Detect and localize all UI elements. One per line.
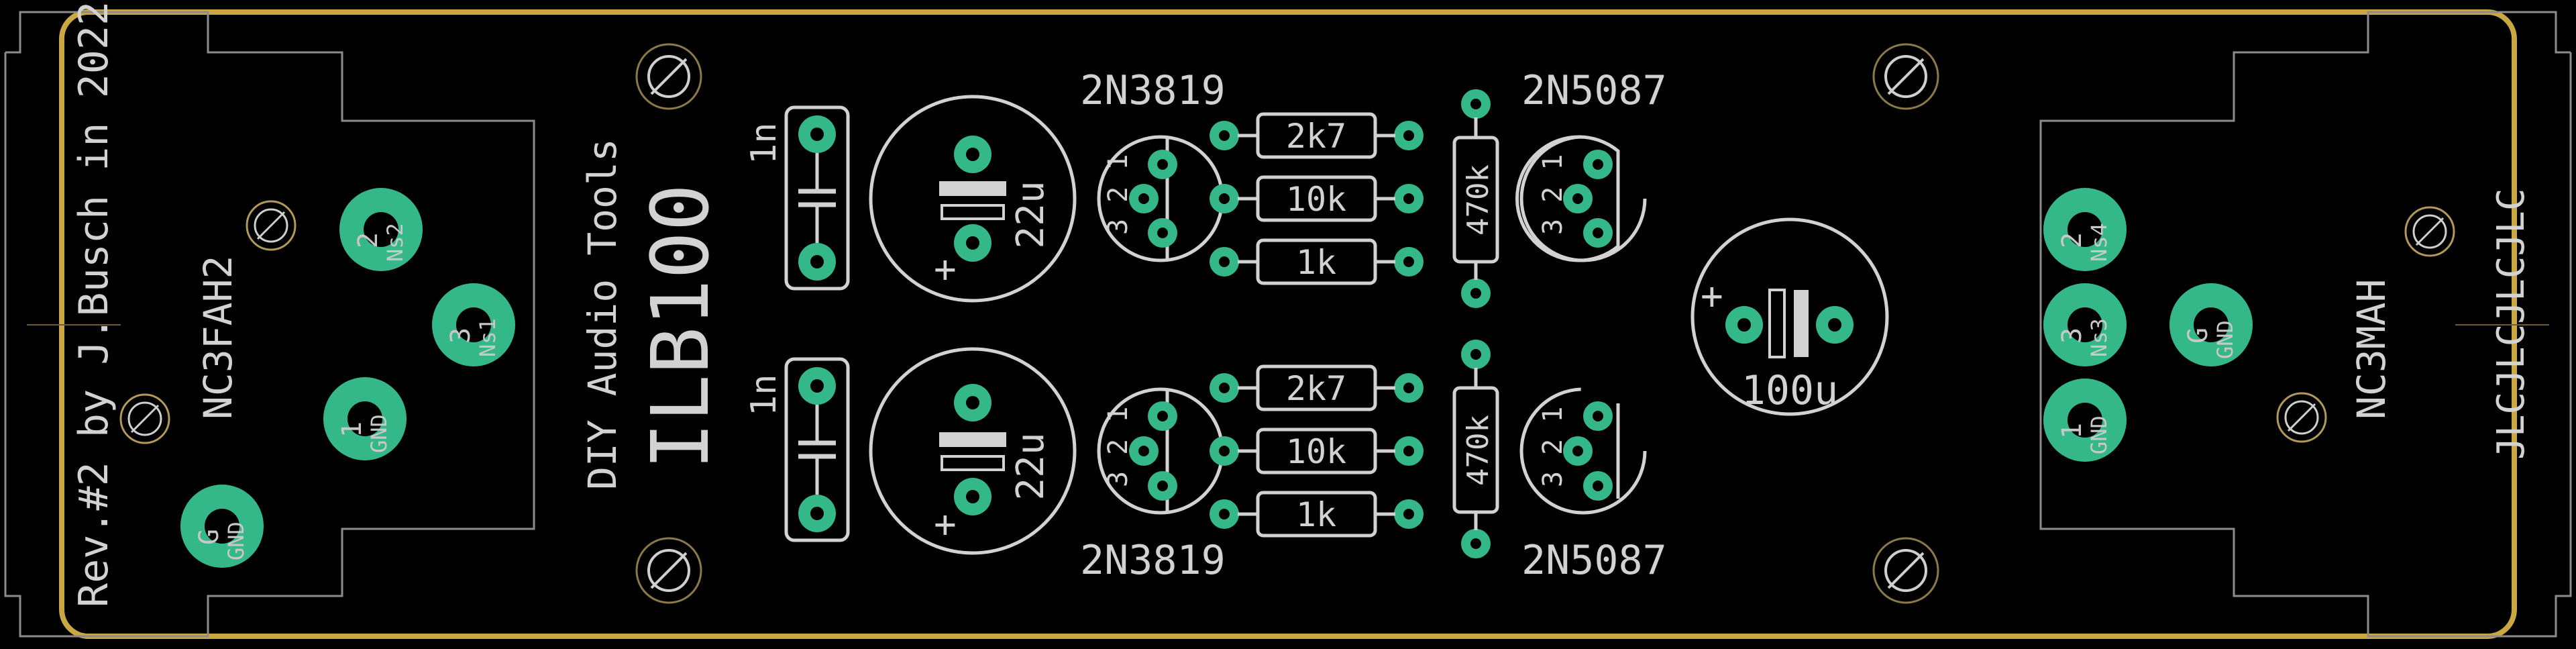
right-xlr-pad-1: 1 GND: [2043, 379, 2127, 462]
mounting-hole-bottom-left: [635, 537, 702, 604]
svg-text:2N5087: 2N5087: [1521, 67, 1667, 114]
svg-text:2N3819: 2N3819: [1080, 67, 1226, 114]
right-connector-outline: [2039, 11, 2572, 638]
mounting-hole-bottom-right: [1872, 537, 1939, 604]
left-xlr-pad-1: 1 GND: [323, 377, 407, 460]
svg-text:G: G: [194, 529, 225, 545]
mounting-hole-top-right: [1872, 43, 1939, 110]
resistor-2k7-bottom: 2k7: [1210, 364, 1424, 411]
svg-text:100u: 100u: [1741, 367, 1839, 414]
svg-text:3 2 1: 3 2 1: [1538, 154, 1568, 235]
left-xlr-pad-3: 3 Ns1: [432, 283, 515, 366]
capacitor-22u-bottom: + 22u: [869, 347, 1077, 555]
resistor-1k-bottom: 1k: [1210, 491, 1424, 538]
connector-hole-right-upper: [2404, 206, 2455, 257]
resistor-2k7-top: 2k7: [1210, 112, 1424, 159]
svg-text:Ns1: Ns1: [475, 318, 500, 357]
capacitor-1n-bottom: 1n: [744, 357, 850, 542]
resistor-1k-top: 1k: [1210, 238, 1424, 285]
svg-text:GND: GND: [366, 414, 392, 453]
connector-hole-right-lower: [2276, 392, 2327, 443]
right-xlr-pad-3: 3 Ns3: [2043, 283, 2127, 366]
svg-text:1k: 1k: [1296, 495, 1336, 534]
board-edge-cuts: [59, 9, 2517, 639]
svg-text:+: +: [934, 503, 957, 546]
svg-text:1k: 1k: [1296, 243, 1336, 282]
svg-text:2k7: 2k7: [1286, 369, 1346, 408]
svg-text:3: 3: [2057, 328, 2088, 344]
svg-text:3: 3: [445, 328, 476, 344]
capacitor-22u-top: + 22u: [869, 95, 1077, 303]
resistor-10k-bottom: 10k: [1210, 428, 1424, 475]
svg-text:2N3819: 2N3819: [1080, 537, 1226, 584]
resistor-10k-top: 10k: [1210, 175, 1424, 222]
left-connector-outline: [4, 11, 535, 638]
svg-text:1n: 1n: [744, 122, 784, 164]
svg-text:10k: 10k: [1286, 432, 1346, 471]
svg-text:+: +: [1701, 274, 1723, 318]
svg-text:Ns4: Ns4: [2086, 223, 2112, 262]
capacitor-1n-top: 1n: [744, 105, 850, 291]
right-xlr-pad-g: G GND: [2169, 283, 2253, 366]
jlc-text: JLCJLCJLCJLC: [2489, 188, 2533, 460]
svg-text:Ns3: Ns3: [2086, 318, 2112, 357]
revision-text: Rev.#2 by J.Busch in 2022: [70, 1, 117, 607]
svg-text:3 2 1: 3 2 1: [1103, 154, 1134, 235]
svg-text:470k: 470k: [1461, 415, 1495, 486]
connector-hole-left-upper: [246, 200, 297, 251]
svg-text:GND: GND: [2086, 415, 2112, 454]
right-xlr-pad-2: 2 Ns4: [2043, 188, 2127, 271]
svg-text:2: 2: [2057, 232, 2088, 248]
jfet-2n3819-bottom: 3 2 1 2N3819: [1080, 387, 1226, 584]
bjt-2n5087-bottom: 3 2 1 2N5087: [1519, 387, 1667, 584]
bjt-2n5087-top: 2N5087 3 2 1: [1515, 67, 1667, 262]
svg-text:+: +: [934, 248, 957, 291]
svg-text:2N5087: 2N5087: [1521, 537, 1667, 584]
svg-text:3 2 1: 3 2 1: [1538, 407, 1568, 487]
capacitor-100u: + 100u: [1690, 217, 1889, 416]
svg-text:22u: 22u: [1009, 181, 1053, 248]
svg-text:1: 1: [2057, 423, 2088, 439]
connector-hole-left-lower: [119, 393, 170, 444]
svg-text:3 2 1: 3 2 1: [1103, 407, 1134, 487]
svg-text:2k7: 2k7: [1286, 117, 1346, 156]
svg-text:GND: GND: [2212, 320, 2238, 359]
svg-text:1n: 1n: [744, 374, 784, 416]
jfet-2n3819-top: 2N3819 3 2 1: [1080, 67, 1226, 262]
svg-text:G: G: [2183, 328, 2214, 344]
svg-text:Ns2: Ns2: [382, 223, 408, 262]
board-title: ILB100: [634, 184, 727, 470]
connector-label-right: NC3MAH: [2349, 279, 2394, 419]
svg-text:10k: 10k: [1286, 180, 1346, 219]
left-xlr-pad-2: 2 Ns2: [339, 188, 423, 271]
mounting-hole-top-left: [635, 43, 702, 110]
svg-text:GND: GND: [223, 521, 249, 560]
svg-text:2: 2: [353, 232, 384, 248]
brand-text: DIY Audio Tools: [580, 138, 625, 490]
svg-text:470k: 470k: [1461, 164, 1495, 236]
resistor-470k-bottom: 470k: [1452, 340, 1499, 558]
svg-text:1: 1: [337, 421, 368, 438]
left-xlr-pad-g: G GND: [180, 485, 264, 568]
svg-text:22u: 22u: [1009, 432, 1053, 500]
connector-label-left: NC3FAH2: [195, 256, 241, 419]
resistor-470k-top: 470k: [1452, 89, 1499, 308]
